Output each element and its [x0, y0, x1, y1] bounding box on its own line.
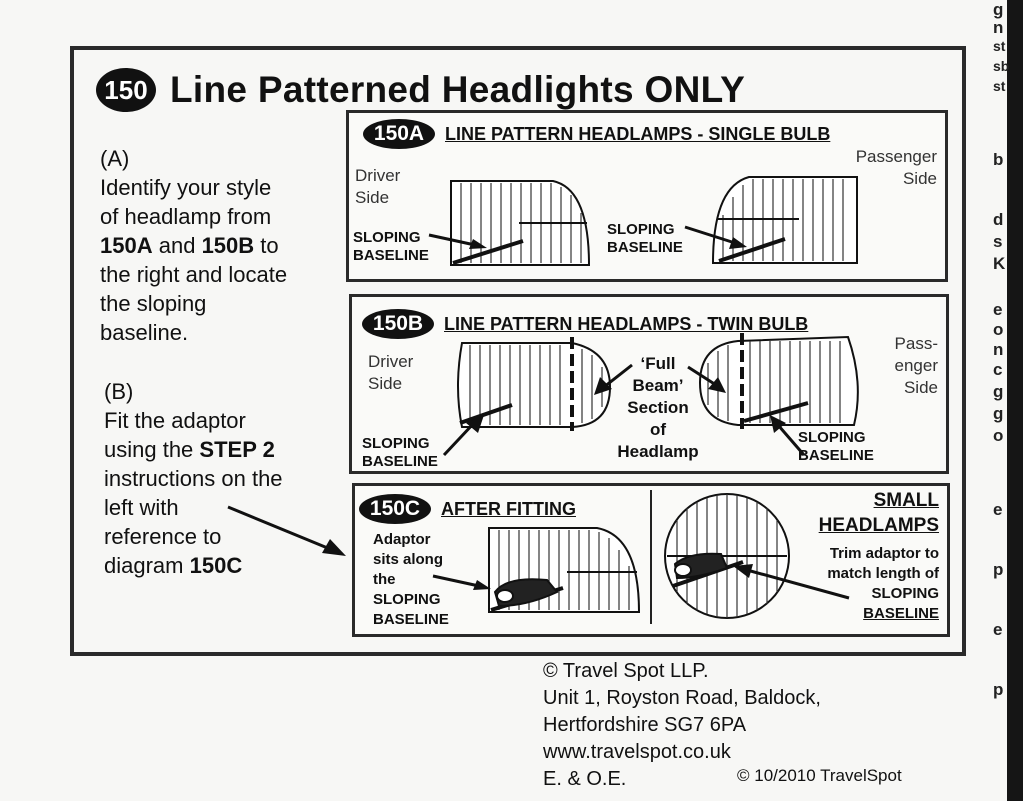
- company-name: © Travel Spot LLP.: [543, 660, 709, 682]
- edge-fragment: c: [993, 360, 1003, 379]
- eoe-text: E. & O.E.: [543, 768, 627, 790]
- instruction-b-line: Fit the adaptor: [104, 408, 246, 433]
- instruction-a-line: Identify your style: [100, 175, 272, 200]
- panel-150a-header: 150A LINE PATTERN HEADLAMPS - SINGLE BUL…: [363, 119, 830, 149]
- panel-150c-divider: [650, 490, 652, 624]
- website-text: www.travelspot.co.uk: [543, 741, 731, 763]
- edge-fragment: n: [993, 340, 1004, 359]
- panel-150a-heading: LINE PATTERN HEADLAMPS - SINGLE BULB: [445, 123, 831, 144]
- copyright-note: © 10/2010 TravelSpot: [737, 766, 902, 785]
- sloping-baseline-label-driver: SLOPING BASELINE: [362, 435, 438, 470]
- headlamp-driver-single-icon: [450, 180, 591, 266]
- edge-fragment: p: [993, 680, 1004, 699]
- edge-fragment: s: [993, 232, 1003, 251]
- edge-fragment: g: [993, 382, 1004, 401]
- headlamp-driver-twin-icon: [457, 337, 612, 431]
- full-beam-section-label: ‘Full Beam’ Section of Headlamp: [617, 354, 699, 461]
- pointer-arrow-icon: [227, 505, 346, 556]
- instruction-a: (A) Identify your style of headlamp from…: [100, 144, 340, 347]
- instruction-b: (B) Fit the adaptor using the STEP 2 ins…: [104, 377, 344, 580]
- instruction-card-frame: [70, 46, 966, 656]
- panel-150b: 150B LINE PATTERN HEADLAMPS - TWIN BULB …: [349, 294, 949, 474]
- panel-150a-badge: 150A: [363, 119, 435, 149]
- panel-150c-heading: AFTER FITTING: [441, 498, 576, 519]
- edge-fragment: e: [993, 300, 1003, 319]
- edge-fragment: p: [993, 560, 1004, 579]
- headlamp-passenger-twin-icon: [698, 333, 859, 429]
- panel-150b-heading: LINE PATTERN HEADLAMPS - TWIN BULB: [444, 313, 809, 334]
- instruction-a-line: the sloping: [100, 291, 207, 316]
- trim-adaptor-note: Trim adaptor to match length of SLOPING …: [827, 545, 939, 622]
- sloping-baseline-label-driver: SLOPING BASELINE: [353, 229, 429, 264]
- headlamp-passenger-single-icon: [711, 176, 858, 264]
- instruction-a-line: 150A and 150B to: [100, 233, 279, 258]
- panel-150c-badge: 150C: [359, 494, 431, 524]
- instruction-a-line: of headlamp from: [100, 204, 272, 229]
- title-number-badge: 150: [96, 68, 156, 112]
- edge-fragment: n: [993, 18, 1004, 37]
- edge-fragment: g: [993, 404, 1004, 423]
- ref-step-2: STEP 2: [199, 437, 275, 462]
- edge-fragment: K: [993, 254, 1006, 273]
- edge-fragment: sb: [993, 58, 1010, 74]
- title-row: 150 Line Patterned Headlights ONLY: [96, 60, 745, 120]
- edge-fragment: d: [993, 210, 1004, 229]
- edge-fragment: e: [993, 500, 1003, 519]
- page-title: Line Patterned Headlights ONLY: [170, 69, 746, 110]
- panel-150c-header: 150C AFTER FITTING: [359, 494, 576, 524]
- driver-side-label: Driver Side: [368, 352, 414, 393]
- panel-150a: 150A LINE PATTERN HEADLAMPS - SINGLE BUL…: [346, 110, 948, 282]
- arrow-icon: [442, 415, 484, 457]
- headlamp-after-fitting-icon: [488, 527, 641, 613]
- arrow-icon: [687, 365, 726, 393]
- edge-fragment: e: [993, 620, 1003, 639]
- instruction-b-line: reference to: [104, 524, 222, 549]
- small-headlamps-heading: SMALL HEADLAMPS: [818, 490, 939, 536]
- arrow-icon: [733, 564, 850, 600]
- edge-fragment: o: [993, 426, 1004, 445]
- instruction-b-label: (B): [104, 379, 134, 404]
- driver-side-label: Driver Side: [355, 166, 401, 207]
- ref-150c: 150C: [189, 553, 243, 578]
- passenger-side-label: Pass- enger Side: [894, 334, 938, 397]
- arrow-icon: [770, 415, 806, 456]
- company-address: © Travel Spot LLP. Unit 1, Royston Road,…: [543, 658, 821, 793]
- passenger-side-label: Passenger Side: [855, 147, 937, 188]
- edge-fragment: st: [993, 38, 1006, 54]
- edge-fragment: b: [993, 150, 1004, 169]
- instruction-a-line: the right and locate: [100, 262, 288, 287]
- instruction-b-line: left with: [104, 495, 179, 520]
- edge-shadow: [1007, 0, 1023, 801]
- edge-fragment: st: [993, 78, 1006, 94]
- instruction-a-line: baseline.: [100, 320, 189, 345]
- edge-fragment: o: [993, 320, 1004, 339]
- ref-150b: 150B: [201, 233, 255, 258]
- adaptor-note: Adaptor sits along the SLOPING BASELINE: [373, 531, 449, 628]
- address-line: Unit 1, Royston Road, Baldock,: [543, 687, 821, 709]
- instruction-b-line: using the STEP 2: [104, 437, 275, 462]
- instruction-b-line: instructions on the: [104, 466, 283, 491]
- arrow-icon: [684, 225, 747, 249]
- edge-fragment: g: [993, 0, 1004, 19]
- adjacent-page-edge: g n st sb st b d s K e o n c g g o e p e…: [993, 0, 1023, 801]
- arrow-icon: [594, 363, 633, 395]
- arrow-icon: [428, 233, 487, 249]
- instruction-a-label: (A): [100, 146, 130, 171]
- address-line: Hertfordshire SG7 6PA: [543, 714, 747, 736]
- sloping-baseline-label-passenger: SLOPING BASELINE: [607, 221, 683, 256]
- panel-150b-header: 150B LINE PATTERN HEADLAMPS - TWIN BULB: [362, 309, 808, 339]
- arrow-icon: [432, 574, 491, 590]
- small-headlamp-icon: [664, 493, 790, 619]
- sloping-baseline-label-passenger: SLOPING BASELINE: [798, 429, 874, 464]
- ref-150a: 150A: [100, 233, 153, 258]
- panel-150b-badge: 150B: [362, 309, 434, 339]
- instruction-b-line: diagram 150C: [104, 553, 243, 578]
